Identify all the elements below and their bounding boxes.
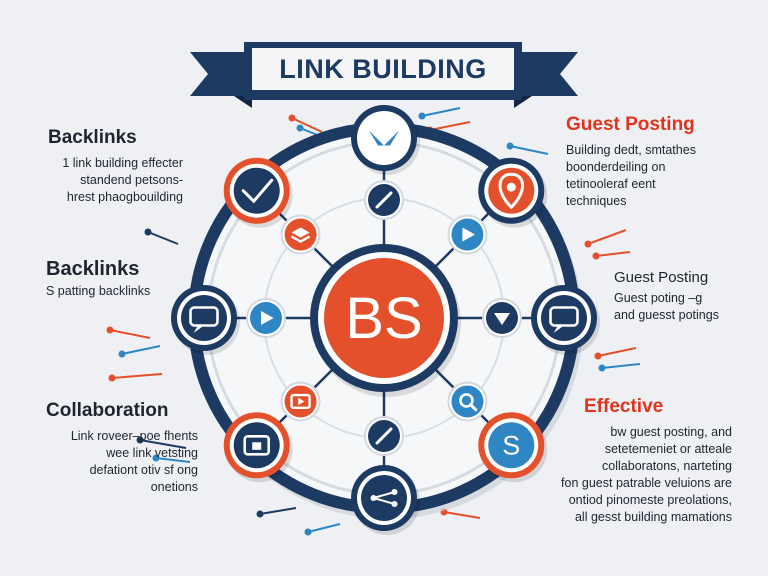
left-text-3-line-3: defationt otiv sf ong (89, 463, 198, 477)
left-text-1-line-3: hrest phaogbouilding (66, 190, 183, 204)
inner-node-8 (280, 214, 321, 255)
location-pin-icon (498, 172, 525, 210)
banner-inner (252, 48, 514, 90)
media-play-icon (290, 393, 311, 410)
right-text-3-line-2: setetemeniet or atteale (604, 442, 732, 456)
outer-node-7 (171, 285, 240, 355)
center-label: BS (345, 286, 422, 351)
right-text-3-line-3: collaboratons, narteting (602, 459, 732, 473)
right-text-1-line-3: tetinooleraf eent (566, 177, 656, 191)
right-text-1-line-1: Building dedt, smtathes (566, 143, 696, 157)
banner-tail-left (190, 52, 252, 96)
page-title: LINK BUILDING (279, 53, 487, 84)
right-block-guest-posting-2: Guest Posting Guest poting –g and guesst… (614, 269, 764, 324)
banner-tail-right (514, 52, 578, 96)
right-text-1-line-4: techniques (566, 194, 627, 208)
right-text-3-line-1: bw guest posting, and (610, 425, 732, 439)
left-text-1-line-2: standend petsons- (80, 173, 183, 187)
right-text-3-line-6: all gesst building mamations (574, 510, 732, 524)
right-text-3-line-4: fon guest patrable veluions are (561, 476, 732, 490)
outer-node-1 (351, 105, 420, 175)
inner-node-4 (447, 381, 488, 422)
outer-node-3 (531, 285, 600, 355)
center-hub: BS (310, 244, 461, 397)
left-text-3-line-1: Link roveer–poe fhents (70, 429, 198, 443)
left-block-backlinks-2: Backlinks S patting backlinks (46, 258, 226, 300)
left-text-3-line-2: wee link vetsting (106, 446, 198, 460)
edit-icon (375, 191, 393, 209)
outer-node-4 (478, 412, 548, 483)
right-text-3-line-5: ontiod pinomeste preolations, (568, 493, 732, 507)
left-text-2-line-1: S patting backlinks (46, 284, 151, 298)
right-heading-1: Guest Posting (566, 114, 695, 135)
play-icon (261, 311, 274, 325)
left-heading-2: Backlinks (46, 258, 140, 280)
search-icon (459, 393, 478, 412)
share-icon (370, 489, 398, 507)
checkmark-icon (241, 178, 274, 204)
left-heading-3: Collaboration (46, 400, 169, 421)
message-icon (189, 306, 219, 333)
right-heading-2: Guest Posting (614, 269, 709, 286)
chat-bubble-icon (549, 306, 579, 333)
left-text-3-line-4: onetions (150, 480, 198, 494)
right-heading-3: Effective (584, 396, 664, 417)
s-letter-icon: S (502, 430, 520, 460)
triangle-down-icon (494, 313, 510, 325)
arrow-swap-icon (369, 130, 399, 146)
right-text-1-line-2: boonderdeiling on (566, 160, 666, 174)
right-block-guest-posting: Guest Posting Building dedt, smtathes bo… (566, 114, 756, 210)
play-icon (462, 227, 476, 242)
left-text-1-line-1: 1 link building effecter (62, 156, 183, 170)
svg-text:S: S (502, 430, 520, 460)
right-text-2-line-1: Guest poting –g (614, 291, 703, 305)
edit-icon (375, 427, 393, 445)
left-heading-1: Backlinks (48, 127, 137, 148)
layers-icon (290, 227, 311, 243)
left-block-backlinks: Backlinks 1 link building effecter stand… (48, 127, 228, 206)
right-text-2-line-2: and guesst potings (614, 308, 719, 322)
reply-icon (243, 434, 271, 456)
left-block-collaboration: Collaboration Link roveer–poe fhents wee… (46, 400, 226, 496)
right-block-effective: Effective bw guest posting, and seteteme… (520, 396, 760, 526)
